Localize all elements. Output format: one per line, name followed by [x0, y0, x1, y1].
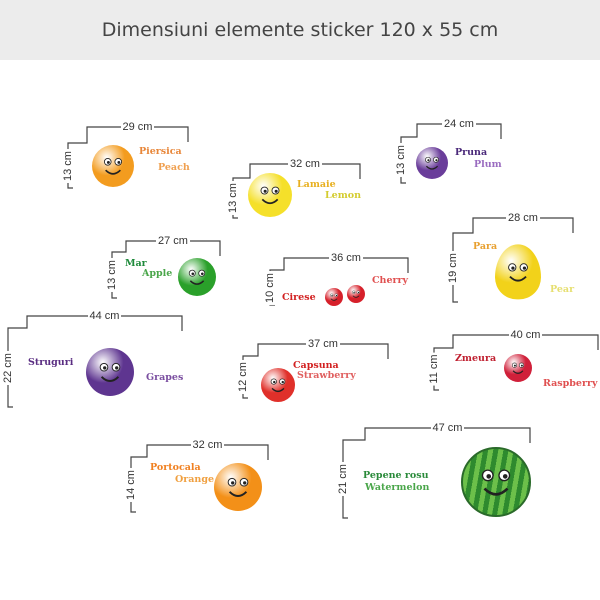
pear-name-ro: Para	[473, 241, 498, 252]
raspberry-width-label: 40 cm	[508, 329, 543, 341]
apple-width-label: 27 cm	[156, 235, 190, 247]
header-bar: Dimensiuni elemente sticker 120 x 55 cm	[0, 0, 600, 60]
raspberry-bracket	[433, 334, 599, 391]
pear-height-label: 19 cm	[447, 250, 459, 285]
plum-icon	[416, 147, 448, 179]
cherry-icon	[325, 288, 343, 306]
watermelon-bracket	[342, 427, 531, 519]
peach-name-ro: Piersica	[139, 146, 182, 157]
plum-name-en: Plum	[474, 159, 502, 170]
peach-bracket	[67, 126, 189, 189]
apple-name-ro: Mar	[125, 258, 147, 269]
watermelon-icon	[461, 447, 531, 517]
cherry-width-label: 36 cm	[329, 252, 363, 264]
watermelon-height-label: 21 cm	[337, 462, 349, 496]
strawberry-name-ro: Capsuna	[293, 360, 339, 371]
lemon-icon	[248, 173, 292, 217]
orange-icon	[214, 463, 262, 511]
plum-height-label: 13 cm	[395, 143, 407, 177]
pear-bracket	[452, 217, 574, 303]
page-title: Dimensiuni elemente sticker 120 x 55 cm	[101, 19, 499, 41]
plum-width-label: 24 cm	[442, 118, 476, 130]
orange-name-en: Orange	[175, 474, 215, 485]
grapes-icon	[86, 348, 134, 396]
cherry-name-en: Cherry	[372, 275, 409, 286]
peach-width-label: 29 cm	[120, 121, 155, 133]
orange-name-ro: Portocala	[150, 462, 201, 473]
lemon-name-en: Lemon	[325, 190, 362, 201]
watermelon-width-label: 47 cm	[430, 422, 465, 434]
peach-height-label: 13 cm	[62, 148, 74, 183]
watermelon-name-en: Watermelon	[365, 482, 430, 493]
raspberry-height-label: 11 cm	[428, 352, 440, 386]
lemon-bracket	[232, 163, 361, 219]
lemon-height-label: 13 cm	[227, 181, 239, 215]
apple-name-en: Apple	[142, 268, 173, 279]
raspberry-name-ro: Zmeura	[455, 353, 497, 364]
peach-icon	[92, 145, 134, 187]
orange-bracket	[130, 444, 269, 513]
pear-width-label: 28 cm	[506, 212, 540, 224]
raspberry-name-en: Raspberry	[543, 378, 598, 389]
cherry-icon	[347, 285, 365, 303]
cherry-bracket	[269, 257, 409, 306]
grapes-height-label: 22 cm	[2, 350, 14, 385]
strawberry-icon	[261, 368, 295, 402]
raspberry-icon	[504, 354, 532, 382]
grapes-name-ro: Struguri	[28, 357, 74, 368]
watermelon-name-ro: Pepene rosu	[363, 470, 429, 481]
grapes-width-label: 44 cm	[87, 310, 122, 322]
lemon-width-label: 32 cm	[288, 158, 322, 170]
orange-width-label: 32 cm	[190, 439, 225, 451]
apple-bracket	[111, 240, 221, 299]
strawberry-width-label: 37 cm	[306, 338, 340, 350]
cherry-height-label: 10 cm	[264, 270, 276, 305]
cherry-name-ro: Cirese	[282, 292, 316, 303]
pear-name-en: Pear	[550, 284, 575, 295]
peach-name-en: Peach	[158, 162, 190, 173]
strawberry-bracket	[242, 343, 389, 399]
strawberry-height-label: 12 cm	[237, 360, 249, 394]
apple-height-label: 13 cm	[106, 258, 118, 292]
plum-name-ro: Pruna	[455, 147, 488, 158]
plum-bracket	[400, 123, 502, 184]
grapes-bracket	[7, 315, 183, 408]
strawberry-name-en: Strawberry	[297, 370, 356, 381]
grapes-name-en: Grapes	[146, 372, 184, 383]
lemon-name-ro: Lamaie	[297, 179, 336, 190]
orange-height-label: 14 cm	[125, 467, 137, 502]
apple-icon	[178, 258, 216, 296]
pear-icon	[495, 244, 541, 300]
